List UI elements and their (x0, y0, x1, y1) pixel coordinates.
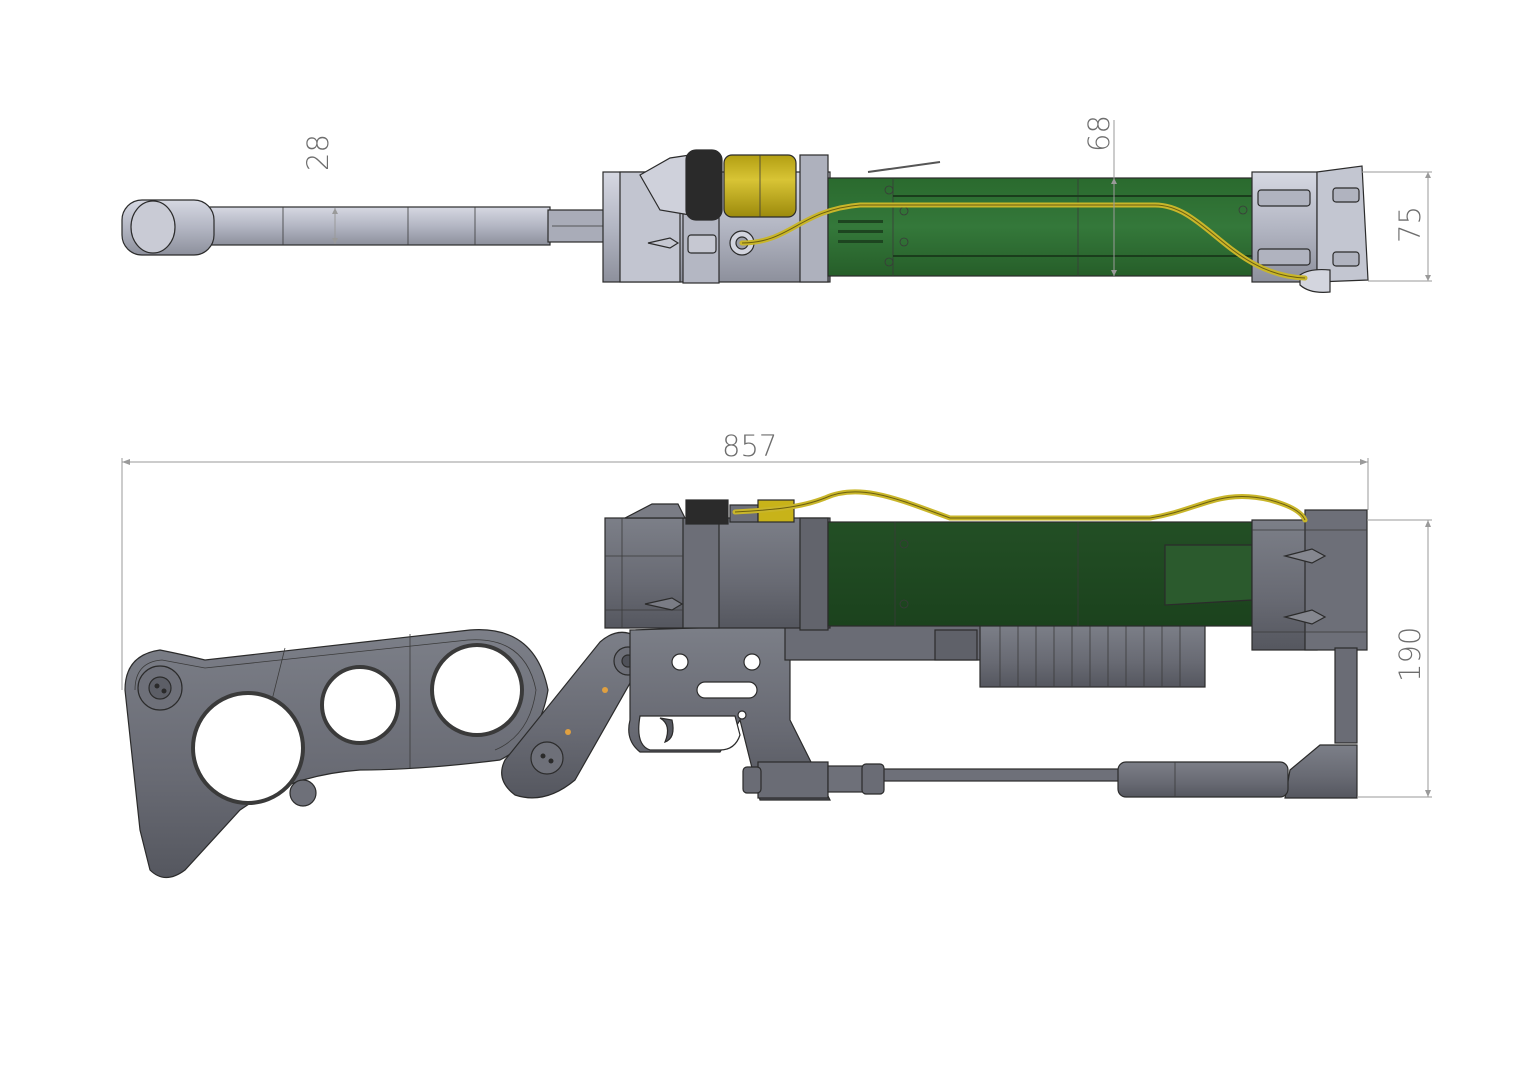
green-barrel-body-side (827, 521, 1257, 627)
stock-arm-top (121, 199, 607, 256)
dimension-857: 857 (121, 429, 1369, 690)
end-cap-side (1251, 509, 1368, 651)
trigger-frame-side (628, 624, 831, 801)
side-view (124, 489, 1368, 879)
dim-label-overall-height: 190 (1393, 627, 1427, 682)
receiver-side (604, 499, 831, 631)
dim-label-body-height: 68 (1082, 115, 1116, 152)
power-cable-side (732, 489, 1308, 523)
dim-label-overall-length: 857 (722, 429, 777, 463)
dimension-190: 190 (1357, 519, 1432, 798)
receiver-top (602, 149, 941, 284)
dimension-28: 28 (301, 134, 338, 244)
dimension-68: 68 (1082, 115, 1117, 276)
dimension-75: 75 (1362, 171, 1432, 282)
end-cap-top (1251, 165, 1369, 293)
dim-label-end-cap-height: 75 (1393, 206, 1427, 243)
linkage-arm-side (501, 631, 651, 799)
green-barrel-body-top (827, 177, 1257, 277)
lower-rail-side (784, 624, 1206, 688)
top-view (121, 149, 1369, 293)
support-strut-side (742, 647, 1358, 799)
stock-side (124, 629, 549, 879)
dim-label-barrel-width: 28 (301, 134, 335, 171)
